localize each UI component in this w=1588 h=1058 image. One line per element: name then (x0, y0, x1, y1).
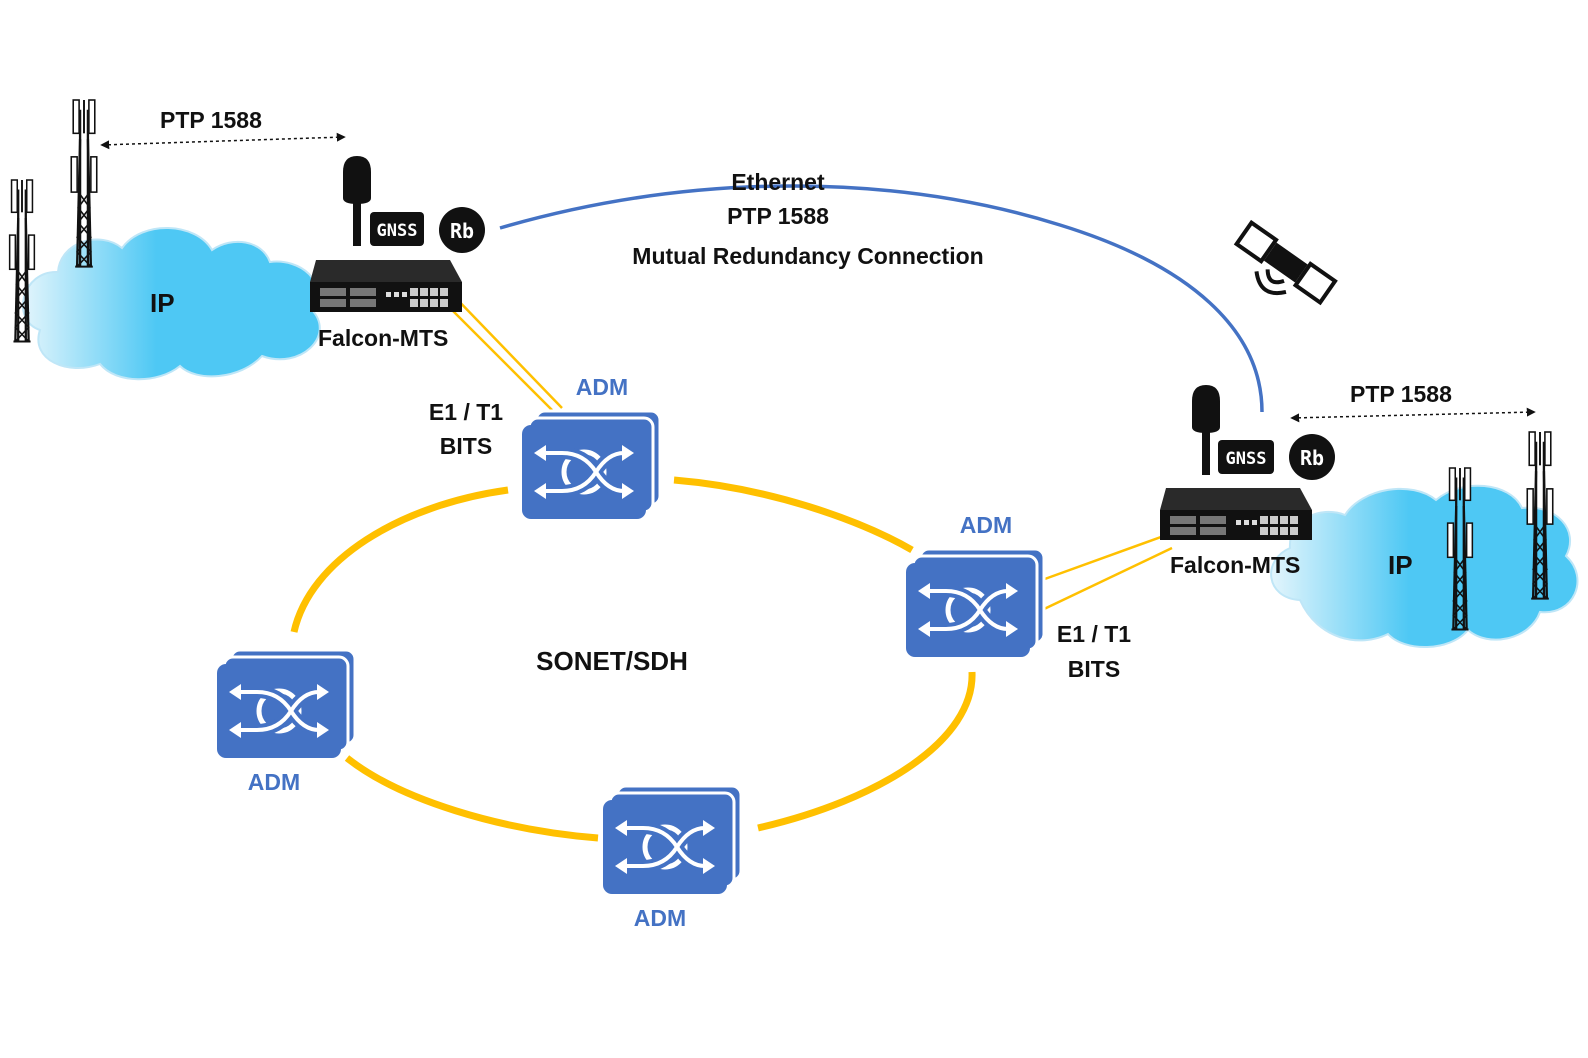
adm-label-right: ADM (960, 512, 1012, 538)
ring-segment-top-right (673, 476, 914, 554)
ip-label-right: IP (1388, 550, 1413, 580)
e1-t1-links-right (1041, 531, 1173, 612)
ip-label-left: IP (150, 288, 175, 318)
svg-text:Rb: Rb (1300, 446, 1324, 470)
ring-segment-top-left (290, 486, 509, 633)
e1-t1-label-right: E1 / T1 (1057, 621, 1131, 647)
adm-label-top: ADM (576, 374, 628, 400)
ptp-arrow-right (1290, 407, 1536, 423)
adm-label-bottom: ADM (634, 905, 686, 931)
bits-label-right: BITS (1068, 656, 1120, 682)
gnss-badge-icon-left: GNSS (370, 212, 424, 246)
sonet-ring (290, 476, 976, 842)
bits-label-left: BITS (440, 433, 492, 459)
adm-switch-icon-left (217, 650, 355, 758)
falcon-mts-device-right (1160, 488, 1312, 540)
ring-segment-right-bottom (757, 671, 976, 832)
svg-text:Rb: Rb (450, 219, 474, 243)
adm-switch-icon-top (522, 411, 660, 519)
gnss-badge-icon-right: GNSS (1218, 440, 1274, 474)
falcon-mts-label-right: Falcon-MTS (1170, 552, 1300, 578)
ethernet-label: Ethernet (731, 169, 825, 195)
e1-t1-label-left: E1 / T1 (429, 399, 503, 425)
adm-switch-icon-bottom (603, 786, 741, 894)
falcon-mts-label-left: Falcon-MTS (318, 325, 448, 351)
rubidium-badge-icon-left: Rb (439, 207, 485, 253)
falcon-mts-device-left (310, 260, 462, 312)
svg-text:GNSS: GNSS (377, 221, 418, 241)
ptp-label-left: PTP 1588 (160, 107, 262, 133)
ptp-arrow-left (100, 132, 346, 150)
adm-switch-icon-right (906, 549, 1044, 657)
sonet-sdh-label: SONET/SDH (536, 646, 688, 676)
ring-segment-bottom-left (344, 755, 599, 842)
mutual-redundancy-label: Mutual Redundancy Connection (632, 243, 983, 269)
ethernet-redundancy-link (499, 184, 1264, 413)
rubidium-badge-icon-right: Rb (1289, 434, 1335, 480)
svg-text:GNSS: GNSS (1226, 449, 1267, 469)
antenna-icon-right (1192, 385, 1220, 475)
ethernet-ptp-label: PTP 1588 (727, 203, 829, 229)
antenna-icon-left (343, 156, 371, 246)
satellite-icon (1233, 219, 1338, 306)
ptp-label-right: PTP 1588 (1350, 381, 1452, 407)
adm-label-left: ADM (248, 769, 300, 795)
